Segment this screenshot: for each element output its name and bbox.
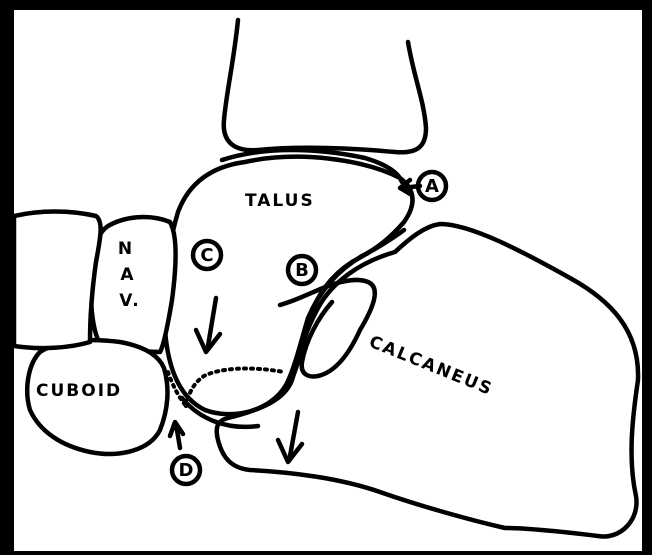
marker-d-label: D	[179, 460, 194, 481]
marker-d: D	[172, 456, 200, 484]
ankle-diagram: A B C D TALUS CALCANEUS CUBOID N A V.	[14, 10, 642, 551]
drawing-area: A B C D TALUS CALCANEUS CUBOID N A V.	[14, 10, 642, 551]
navicular-label-n: N	[118, 239, 134, 259]
tibia-bone	[224, 20, 426, 152]
arrow-d-up	[170, 422, 183, 448]
marker-b-label: B	[295, 260, 309, 281]
navicular-label-a: A	[120, 265, 135, 285]
marker-c-label: C	[200, 245, 213, 266]
cuboid-label: CUBOID	[36, 381, 122, 401]
cuneiform-bone	[14, 212, 101, 349]
navicular-label-v: V.	[119, 291, 140, 311]
marker-a-label: A	[425, 176, 439, 197]
talus-label: TALUS	[245, 191, 315, 211]
